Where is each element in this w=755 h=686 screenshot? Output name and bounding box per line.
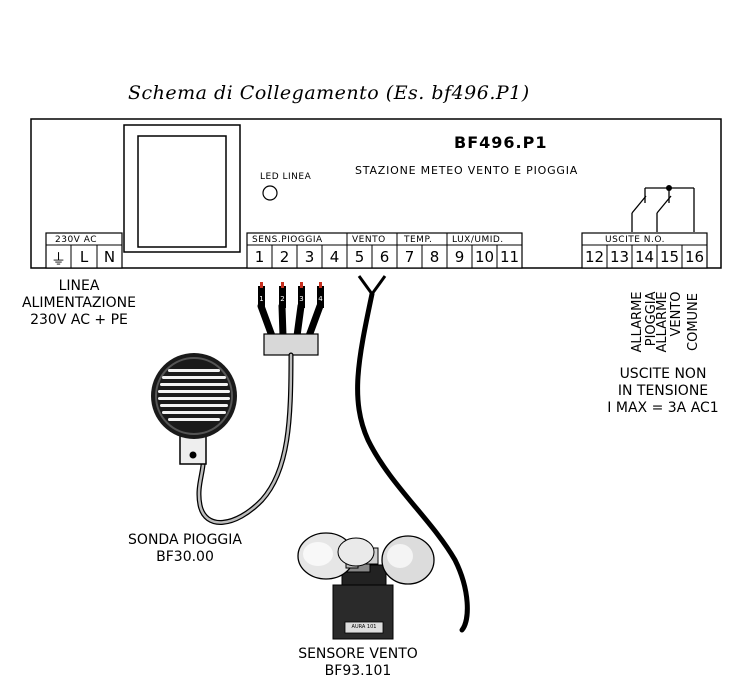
- output-terminal-block: [581, 232, 708, 269]
- device-subtitle: STAZIONE METEO VENTO E PIOGGIA: [355, 164, 579, 177]
- rain-connector: [257, 282, 324, 356]
- common-label-wrap: COMUNE: [679, 283, 709, 361]
- device-model: BF496.P1: [454, 133, 548, 152]
- terminal-15: 15: [659, 248, 680, 266]
- terminal-2: 2: [279, 248, 290, 266]
- terminal-16: 16: [684, 248, 705, 266]
- connector-pin-4: 4: [318, 295, 323, 303]
- group-label-temp: TEMP.: [404, 235, 433, 245]
- terminal-4: 4: [329, 248, 340, 266]
- connector-pin-1: 1: [259, 295, 264, 303]
- led-label: LED LINEA: [260, 172, 312, 182]
- power-line-label: LINEA ALIMENTAZIONE 230V AC + PE: [21, 278, 136, 328]
- terminal-l: L: [79, 248, 89, 266]
- common-label: COMUNE: [686, 293, 701, 351]
- terminal-1: 1: [254, 248, 265, 266]
- terminal-5: 5: [354, 248, 365, 266]
- outputs-note: USCITE NON IN TENSIONE I MAX = 3A AC1: [607, 366, 719, 416]
- terminal-10: 10: [474, 248, 495, 266]
- terminal-9: 9: [454, 248, 465, 266]
- terminal-n: N: [103, 248, 116, 266]
- group-label-wind: VENTO: [352, 235, 386, 245]
- rain-probe-label: SONDA PIOGGIA BF30.00: [128, 532, 242, 565]
- group-label-lux: LUX/UMID.: [452, 235, 504, 245]
- display-window: [137, 135, 227, 248]
- led-indicator: [262, 185, 278, 201]
- diagram-title: Schema di Collegamento (Es. bf496.P1): [128, 82, 530, 104]
- relay-contacts: [631, 187, 695, 232]
- input-terminal-block: [246, 232, 523, 269]
- terminal-ground: ⏚: [50, 250, 66, 268]
- wind-sensor: [297, 532, 435, 640]
- terminal-12: 12: [584, 248, 605, 266]
- terminal-11: 11: [499, 248, 520, 266]
- wind-sensor-cable: [355, 291, 470, 633]
- terminal-3: 3: [304, 248, 315, 266]
- wind-sensor-label: SENSORE VENTO BF93.101: [298, 646, 418, 679]
- terminal-14: 14: [634, 248, 655, 266]
- group-label-power: 230V AC: [55, 235, 97, 245]
- rain-probe: [151, 353, 237, 465]
- terminal-13: 13: [609, 248, 630, 266]
- connector-pin-2: 2: [280, 295, 285, 303]
- terminal-7: 7: [404, 248, 415, 266]
- connector-pin-3: 3: [299, 295, 304, 303]
- power-terminal-block: [45, 232, 123, 269]
- group-label-outputs: USCITE N.O.: [605, 235, 665, 245]
- relay-common-node: [666, 185, 672, 191]
- wind-sensor-badge: AURA 101: [351, 624, 377, 630]
- group-label-rain: SENS.PIOGGIA: [252, 235, 323, 245]
- terminal-6: 6: [379, 248, 390, 266]
- terminal-8: 8: [429, 248, 440, 266]
